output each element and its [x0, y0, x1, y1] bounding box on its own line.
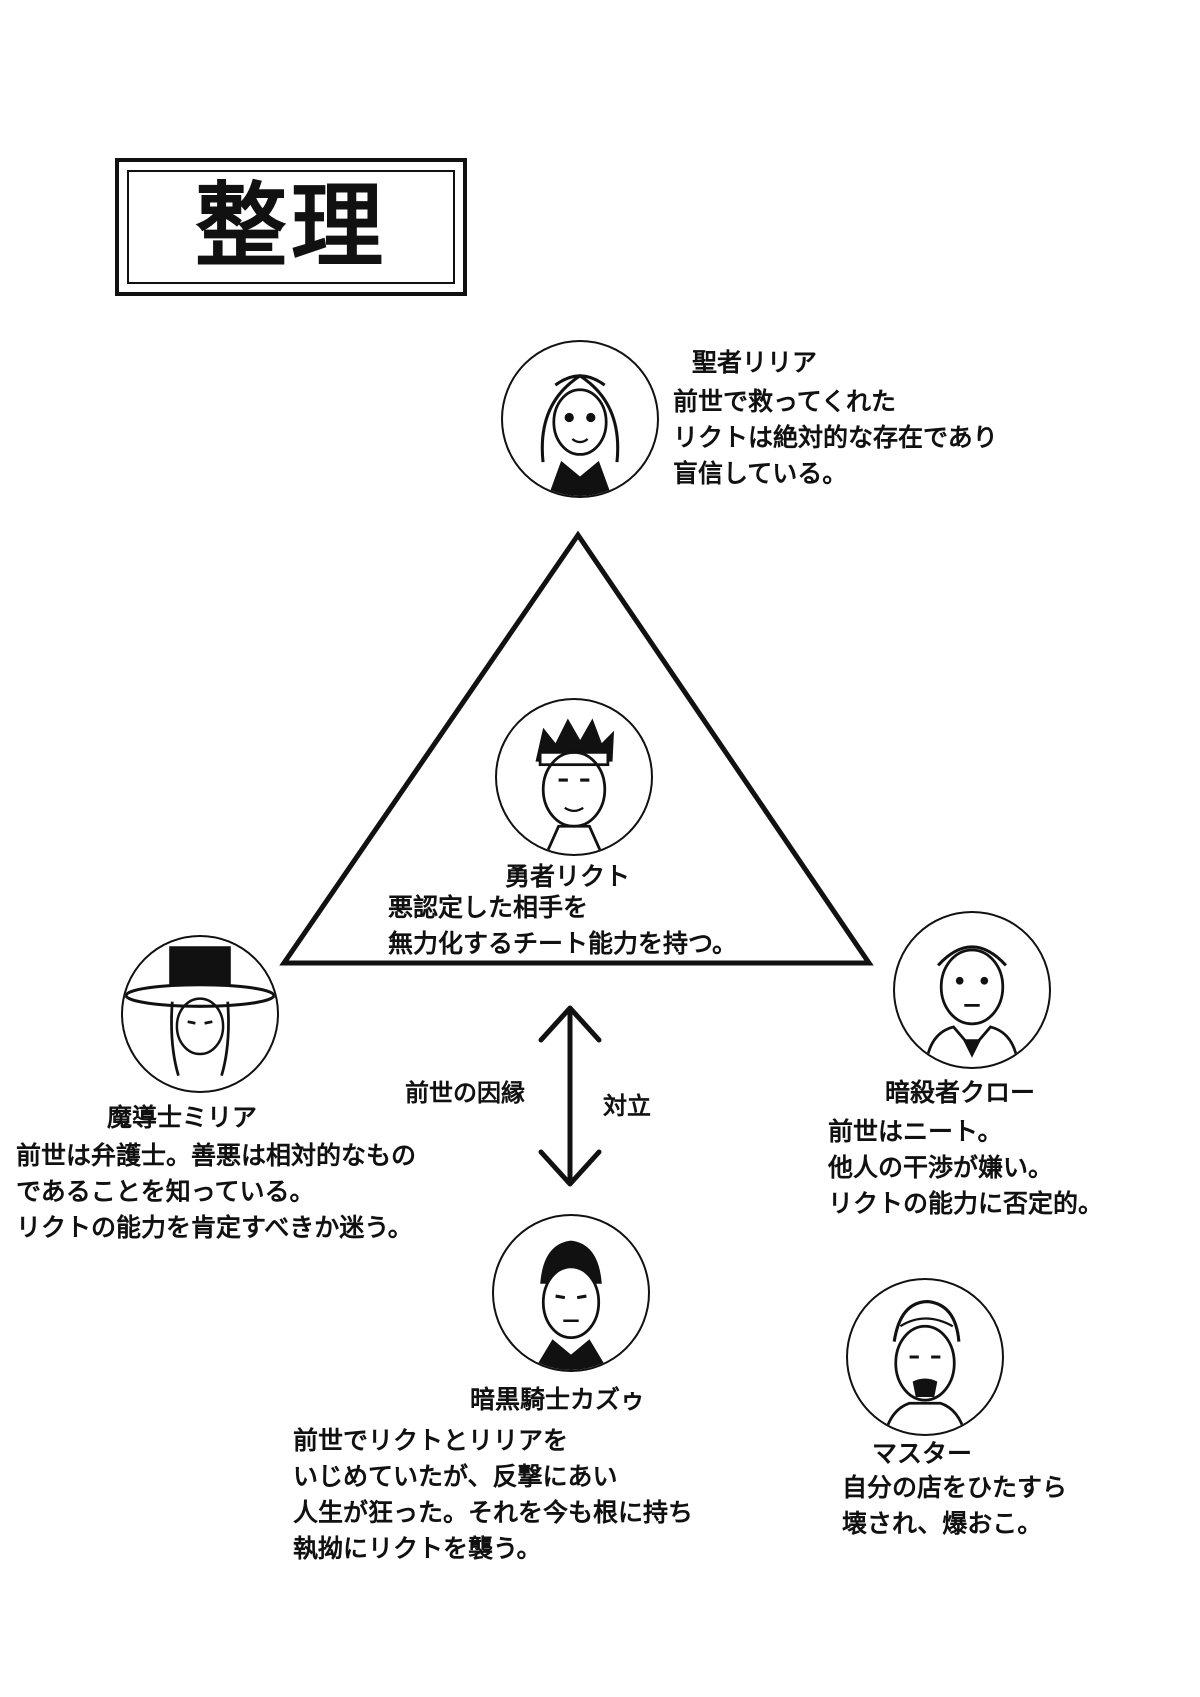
kazu-description: 前世でリクトとリリアを いじめていたが、反撃にあい 人生が狂った。それを今も根に…: [293, 1423, 693, 1567]
title-frame: 整理: [115, 158, 467, 296]
kuro-line-2: 他人の干渉が嫌い。: [828, 1153, 1054, 1182]
rikuto-face-icon: [535, 718, 615, 854]
master-portrait: [846, 1278, 1004, 1436]
lilia-line-2: リクトは絶対的な存在であり: [673, 423, 998, 452]
kazu-line-2: いじめていたが、反撃にあい: [293, 1462, 618, 1491]
kuro-portrait: [893, 911, 1051, 1069]
page-title: 整理: [194, 173, 387, 280]
rikuto-portrait: [495, 698, 653, 856]
master-name: マスター: [872, 1439, 973, 1468]
triangle: [279, 530, 874, 966]
kazu-line-4: 執拗にリクトを襲う。: [293, 1534, 542, 1563]
miria-line-1: 前世は弁護士。善悪は相対的なもの: [16, 1141, 417, 1170]
master-face-icon: [883, 1300, 967, 1434]
lilia-description: 前世で救ってくれた リクトは絶対的な存在であり 盲信している。: [673, 384, 998, 492]
lilia-line-1: 前世で救ってくれた: [673, 387, 897, 416]
relation-label-conflict: 対立: [603, 1092, 651, 1120]
master-line-1: 自分の店をひたすら: [842, 1473, 1068, 1502]
rikuto-name: 勇者リクト: [505, 862, 631, 891]
kazu-line-3: 人生が狂った。それを今も根に持ち: [293, 1498, 694, 1527]
kazu-face-icon: [534, 1240, 608, 1370]
kuro-line-3: リクトの能力に否定的。: [828, 1189, 1104, 1218]
rikuto-line-1: 悪認定した相手を: [388, 893, 589, 922]
lilia-line-3: 盲信している。: [673, 459, 848, 488]
lilia-face-icon: [540, 374, 620, 496]
kuro-description: 前世はニート。 他人の干渉が嫌い。 リクトの能力に否定的。: [828, 1114, 1103, 1222]
relation-label-past-life-karma: 前世の因縁: [405, 1079, 525, 1107]
lilia-name: 聖者リリア: [692, 348, 818, 377]
double-arrow: [538, 1005, 602, 1187]
miria-witch-hat-icon: [124, 946, 276, 1076]
kuro-name: 暗殺者クロー: [885, 1078, 1036, 1107]
miria-name: 魔導士ミリア: [107, 1103, 258, 1132]
kazu-line-1: 前世でリクトとリリアを: [293, 1426, 569, 1455]
kazu-portrait: [492, 1214, 650, 1372]
kazu-name: 暗黒騎士カズゥ: [470, 1385, 646, 1414]
rikuto-description: 悪認定した相手を 無力化するチート能力を持つ。: [388, 890, 737, 962]
miria-line-3: リクトの能力を肯定すべきか迷う。: [16, 1213, 413, 1242]
miria-description: 前世は弁護士。善悪は相対的なもの であることを知っている。 リクトの能力を肯定す…: [16, 1138, 416, 1246]
rikuto-line-2: 無力化するチート能力を持つ。: [388, 929, 738, 958]
master-line-2: 壊され、爆おこ。: [842, 1509, 1043, 1538]
miria-line-2: であることを知っている。: [16, 1177, 315, 1206]
kuro-line-1: 前世はニート。: [828, 1117, 1003, 1146]
miria-portrait: [121, 935, 279, 1093]
master-description: 自分の店をひたすら 壊され、爆おこ。: [842, 1470, 1067, 1542]
lilia-portrait: [501, 340, 659, 498]
title-inner-frame: 整理: [127, 170, 455, 284]
kuro-face-icon: [924, 945, 1020, 1067]
